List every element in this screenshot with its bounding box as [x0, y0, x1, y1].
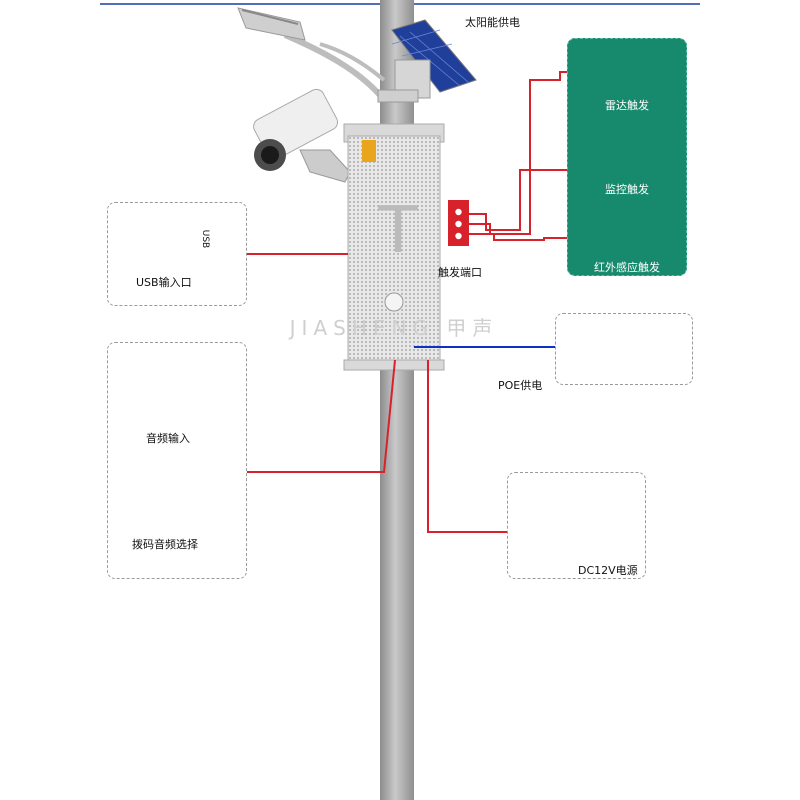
usb-input-box [107, 202, 247, 306]
solar-label: 太阳能供电 [465, 14, 520, 30]
poe-box [555, 313, 693, 385]
usb-text: USB [200, 230, 210, 248]
security-camera [251, 87, 350, 182]
dc-label: DC12V电源 [578, 562, 638, 578]
trigger-camera-label: 监控触发 [568, 181, 686, 197]
dip-numbers: 1 2 3 4 5 6 [132, 502, 175, 511]
brand-watermark: JIASHENG 甲声 [288, 316, 499, 340]
usb-input-label: USB输入口 [136, 274, 192, 290]
trigger-pir-label: 红外感应触发 [568, 259, 686, 275]
poe-label: POE供电 [498, 377, 542, 393]
trigger-port [448, 200, 469, 246]
trigger-port-label: 触发端口 [438, 264, 482, 280]
audio-input-label: 音频输入 [146, 430, 190, 446]
svg-text:T: T [377, 194, 418, 268]
trigger-panel: 雷达触发 监控触发 红外感应触发 [567, 38, 687, 276]
pole [380, 0, 414, 800]
dip-on-label: ON [130, 514, 142, 523]
trigger-radar-label: 雷达触发 [568, 97, 686, 113]
street-lamp [238, 8, 384, 100]
dip-select-label: 拨码音频选择 [132, 536, 198, 552]
